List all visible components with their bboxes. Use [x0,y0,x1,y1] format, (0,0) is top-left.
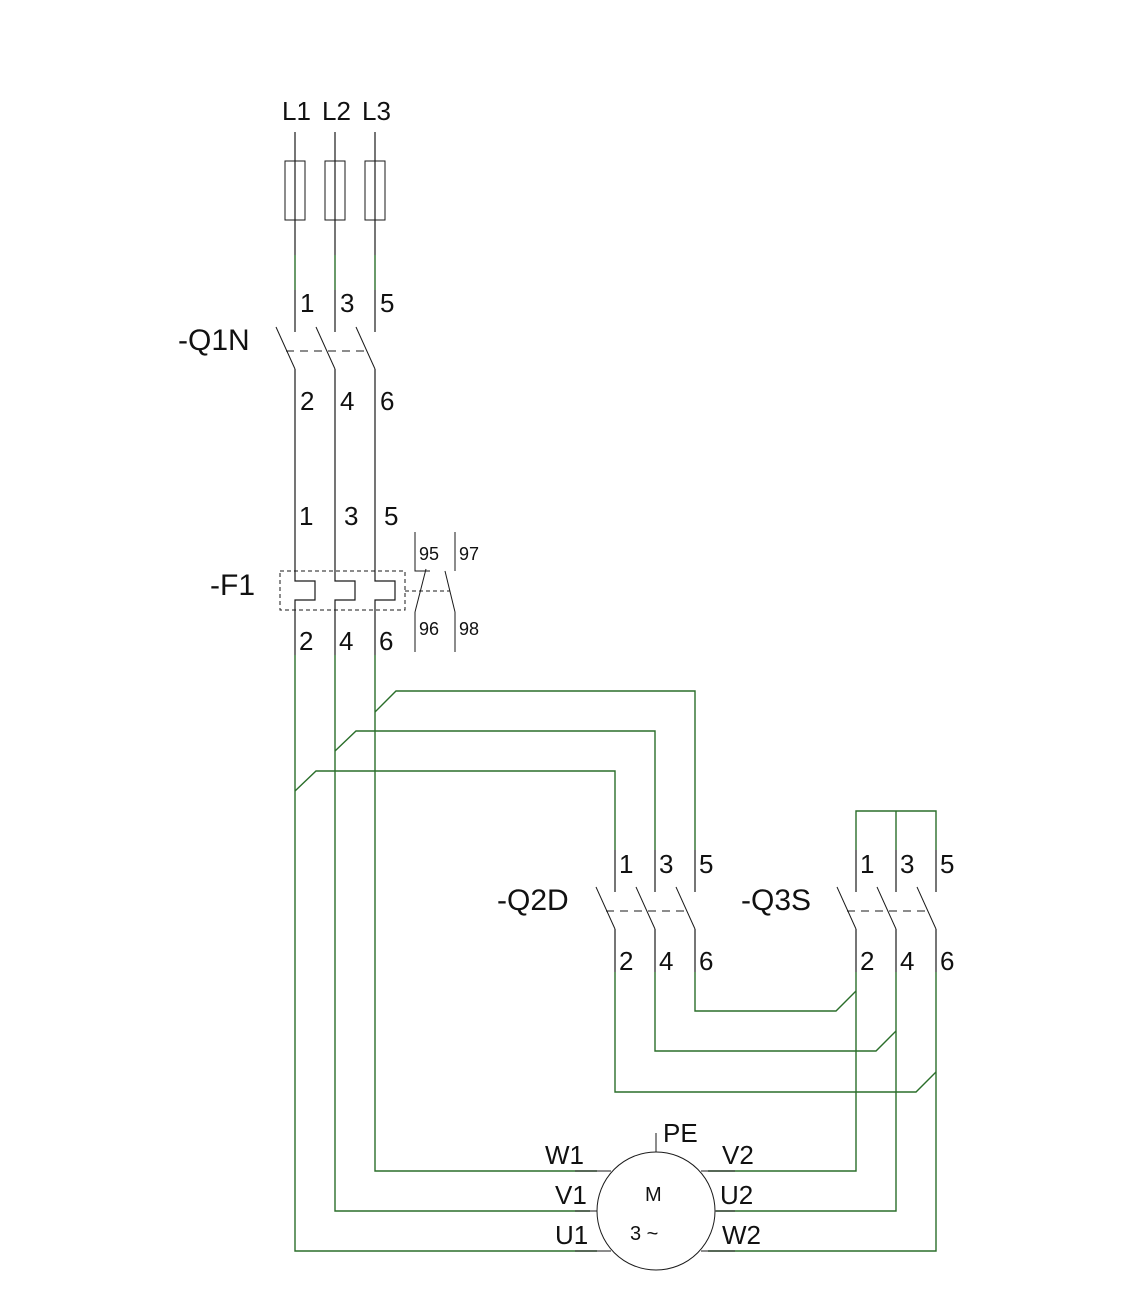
q2d-label: -Q2D [497,884,569,917]
q3s-blade-5 [916,886,937,930]
q1n-terminal-2: 2 [300,386,314,416]
wire-q2d-6-to-q3s-2 [694,972,857,1012]
q1n-label: -Q1N [178,324,250,357]
q2d-terminal-1: 1 [619,849,633,879]
fuse-l3-icon [364,160,386,221]
fuse-l2-icon [324,160,346,221]
motor-symbol-m: M [645,1184,662,1206]
f1-label: -F1 [210,569,255,602]
supply-labels: L1 L2 L3 [282,96,391,126]
f1-aux-no-blade [444,570,456,613]
motor-terminal-v2: V2 [722,1140,754,1170]
overload-relay-f1: -F1 1 3 5 95 97 96 98 2 4 6 [210,501,479,656]
motor-terminal-u1: U1 [555,1220,588,1250]
f1-thermal-5 [374,570,396,610]
fuse-l1-icon [284,160,306,221]
f1-housing [279,570,406,611]
wire-f1-4-to-v1 [334,655,590,1212]
f1-thermal-3 [334,570,356,610]
wire-q2d-4-to-q3s-4 [654,972,897,1052]
q3s-terminal-5: 5 [940,849,954,879]
q1n-terminal-4: 4 [340,386,354,416]
q1n-blade-1 [275,326,296,370]
motor-terminal-w2: W2 [722,1220,761,1250]
q2d-blade-1 [595,886,616,930]
q3s-label: -Q3S [741,884,811,917]
q2d-blade-5 [675,886,696,930]
q3s-blade-1 [836,886,857,930]
q2d-terminal-4: 4 [659,946,673,976]
q1n-blade-3 [315,326,336,370]
f1-terminal-4: 4 [339,626,353,656]
f1-aux-97: 97 [459,544,479,564]
q3s-terminal-6: 6 [940,946,954,976]
q1n-terminal-1: 1 [300,288,314,318]
label-l3: L3 [362,96,391,126]
f1-aux-96: 96 [419,619,439,639]
f1-thermal-1 [294,570,316,610]
wire-tap-to-q2d-5 [374,690,696,850]
motor-terminal-v1: V1 [555,1180,587,1210]
f1-aux-98: 98 [459,619,479,639]
wire-q2d-2-to-q3s-6 [614,972,937,1093]
wiring-green [294,655,937,1252]
wire-q3s-4-to-u2 [716,972,897,1212]
fuse-block [284,132,386,290]
q2d-terminal-5: 5 [699,849,713,879]
q3s-terminal-3: 3 [900,849,914,879]
f1-terminal-1: 1 [299,501,313,531]
wire-q3s-2-to-v2 [708,972,857,1172]
wire-tap-to-q2d-3 [334,730,656,850]
f1-terminal-6: 6 [379,626,393,656]
motor-terminal-w1: W1 [545,1140,584,1170]
q2d-blade-3 [635,886,656,930]
q2d-terminal-2: 2 [619,946,633,976]
motor-terminal-u2: U2 [720,1180,753,1210]
q1n-terminal-3: 3 [340,288,354,318]
motor-symbol-3ph: 3 ~ [630,1223,658,1245]
q2d-terminal-6: 6 [699,946,713,976]
contactor-q1n: -Q1N 1 3 5 2 4 6 [178,288,394,570]
q2d-terminal-3: 3 [659,849,673,879]
q1n-terminal-5: 5 [380,288,394,318]
wire-q3s-6-to-w2 [708,972,937,1252]
q3s-terminal-2: 2 [860,946,874,976]
motor-icon [596,1151,716,1271]
wire-f1-6-to-w1 [374,655,597,1172]
q3s-terminal-4: 4 [900,946,914,976]
motor: PE M 3 ~ W1 V1 U1 V2 U2 W2 [545,1118,761,1271]
f1-terminal-2: 2 [299,626,313,656]
wire-tap-to-q2d-1 [294,770,616,850]
f1-aux-95: 95 [419,544,439,564]
q3s-terminal-1: 1 [860,849,874,879]
f1-terminal-5: 5 [384,501,398,531]
f1-aux-nc-blade [414,568,427,613]
wire-f1-2-to-u1 [294,655,597,1252]
label-l1: L1 [282,96,311,126]
q1n-blade-5 [355,326,376,370]
f1-terminal-3: 3 [344,501,358,531]
contactor-q3s: -Q3S 1 3 5 2 4 6 [741,849,954,976]
q1n-terminal-6: 6 [380,386,394,416]
label-l2: L2 [322,96,351,126]
q3s-blade-3 [876,886,897,930]
motor-pe-label: PE [663,1118,698,1148]
contactor-q2d: -Q2D 1 3 5 2 4 6 [497,849,713,976]
